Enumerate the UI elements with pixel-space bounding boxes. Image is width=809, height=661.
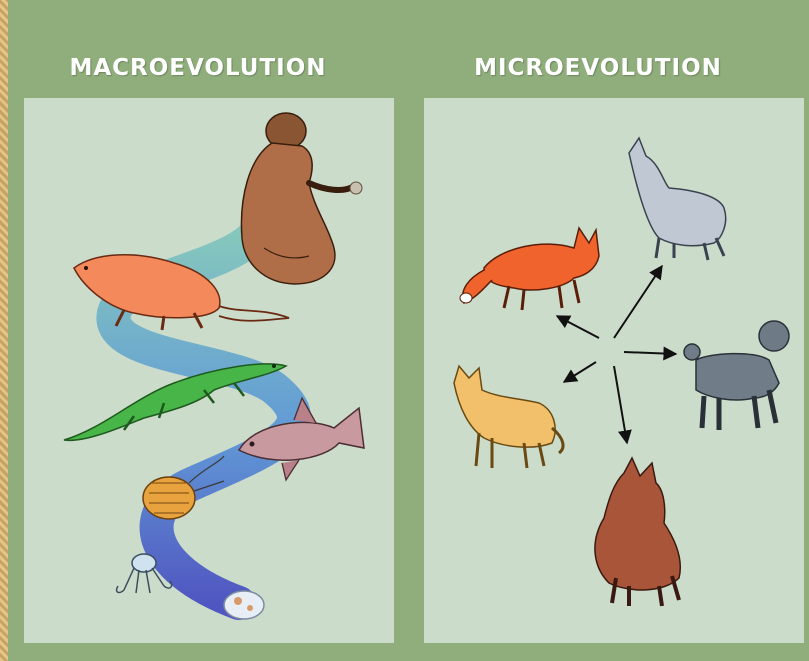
microevolution-title: MICROEVOLUTION: [428, 55, 768, 81]
macroevolution-panel: [24, 98, 394, 643]
single-celled-organism-icon: [224, 591, 264, 619]
arrow-to-jackal: [564, 362, 596, 382]
fox-icon: [460, 228, 599, 310]
brown-dog-icon: [595, 458, 680, 606]
poodle-icon: [684, 321, 789, 430]
lizard-reptile-icon: [64, 364, 286, 440]
divergence-arrows: [557, 266, 676, 443]
gray-wolf-icon: [629, 138, 726, 260]
arrow-to-wolf: [614, 266, 662, 338]
tan-jackal-icon: [454, 366, 563, 468]
arrow-to-brown-dog: [614, 366, 627, 443]
diagram-frame: MACROEVOLUTION MICROEVOLUTION: [8, 0, 809, 661]
frame-border: [0, 0, 8, 661]
arrow-to-poodle: [624, 352, 676, 354]
microevolution-panel: [424, 98, 804, 643]
early-human-icon: [241, 113, 362, 284]
arrow-to-fox: [557, 316, 599, 338]
macroevolution-title: MACROEVOLUTION: [28, 55, 368, 81]
